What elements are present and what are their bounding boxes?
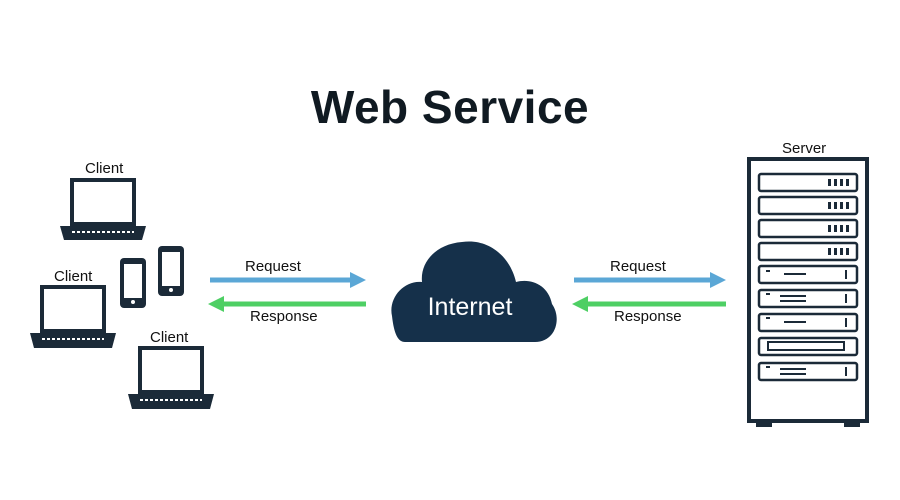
client-label-1: Client xyxy=(85,160,124,177)
server-label: Server xyxy=(782,140,827,157)
client-label-3: Client xyxy=(150,329,189,346)
request-arrow-right xyxy=(574,272,726,288)
response-arrow-right xyxy=(572,296,726,312)
server-rack-icon xyxy=(747,157,869,427)
request-label-right: Request xyxy=(610,258,666,275)
laptop-icon-2 xyxy=(30,285,116,348)
diagram-title: Web Service xyxy=(310,81,590,133)
laptop-icon-3 xyxy=(128,346,214,409)
request-label-left: Request xyxy=(245,258,301,275)
cloud-icon xyxy=(391,241,557,342)
phone-icon-1 xyxy=(120,258,146,308)
response-arrow-left xyxy=(208,296,366,312)
phone-icon-2 xyxy=(158,246,184,296)
request-arrow-left xyxy=(210,272,366,288)
response-label-left: Response xyxy=(250,308,318,325)
laptop-icon-1 xyxy=(60,178,146,240)
internet-label: Internet xyxy=(427,293,513,321)
client-label-2: Client xyxy=(54,268,93,285)
response-label-right: Response xyxy=(614,308,682,325)
